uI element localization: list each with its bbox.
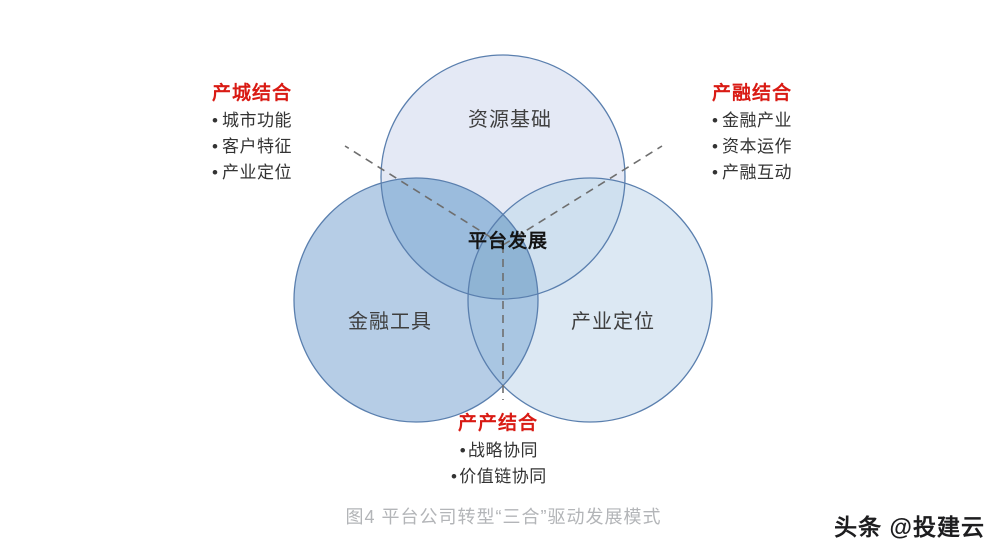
figure-caption: 图4 平台公司转型“三合”驱动发展模式 <box>345 507 662 527</box>
center-label: 平台发展 <box>467 231 548 252</box>
circle-label-left: 金融工具 <box>348 311 432 333</box>
list-item-label: 金融产业 <box>722 111 792 130</box>
overlap-top-left <box>381 178 538 299</box>
list-item-label: 产业定位 <box>222 163 292 182</box>
list-item: •金融产业 <box>712 108 792 134</box>
list-item-label: 资本运作 <box>722 137 792 156</box>
annotation-right: 产融结合 •金融产业 •资本运作 •产融互动 <box>712 78 792 186</box>
circle-right-outline <box>467 177 713 423</box>
bullet-icon: • <box>212 163 219 182</box>
list-item: •价值链协同 <box>398 464 598 490</box>
annotation-left: 产城结合 •城市功能 •客户特征 •产业定位 <box>212 78 292 186</box>
list-item: •战略协同 <box>398 438 598 464</box>
list-item: •客户特征 <box>212 134 292 160</box>
bullet-icon: • <box>212 137 219 156</box>
bullet-icon: • <box>212 111 219 130</box>
annotation-bottom: 产产结合 •战略协同 •价值链协同 <box>398 408 598 490</box>
annotation-left-list: •城市功能 •客户特征 •产业定位 <box>212 108 292 186</box>
bullet-icon: • <box>712 111 719 130</box>
connector-line-right <box>502 145 663 246</box>
watermark: 头条 @投建云 <box>834 514 985 540</box>
list-item: •城市功能 <box>212 108 292 134</box>
bullet-icon: • <box>712 163 719 182</box>
bullet-icon: • <box>459 441 467 460</box>
list-item-label: 客户特征 <box>222 137 292 156</box>
annotation-right-title: 产融结合 <box>712 83 793 104</box>
annotation-left-title: 产城结合 <box>212 83 293 104</box>
annotation-right-list: •金融产业 •资本运作 •产融互动 <box>712 108 792 186</box>
list-item-label: 价值链协同 <box>459 467 547 486</box>
connector-line-left <box>344 145 504 246</box>
list-item-label: 产融互动 <box>722 163 792 182</box>
annotation-bottom-title: 产产结合 <box>457 413 538 434</box>
circle-label-right: 产业定位 <box>571 311 655 333</box>
list-item-label: 城市功能 <box>222 111 292 130</box>
list-item: •产融互动 <box>712 160 792 186</box>
bullet-icon: • <box>712 137 719 156</box>
circle-label-top: 资源基础 <box>468 109 552 131</box>
circle-left-outline <box>293 177 539 423</box>
circle-top-outline <box>380 54 626 300</box>
annotation-bottom-list: •战略协同 •价值链协同 <box>398 438 598 490</box>
overlap-top-right <box>468 178 625 299</box>
list-item: •产业定位 <box>212 160 292 186</box>
list-item-label: 战略协同 <box>468 441 538 460</box>
list-item: •资本运作 <box>712 134 792 160</box>
bullet-icon: • <box>451 467 458 486</box>
